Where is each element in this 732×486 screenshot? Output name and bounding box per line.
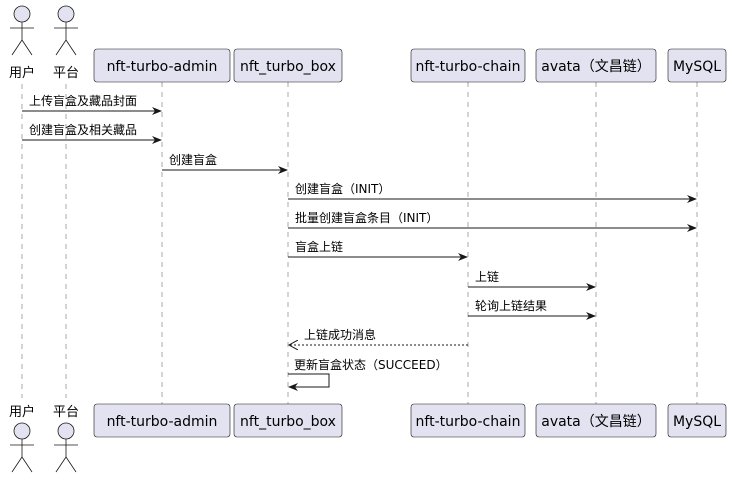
actor-body-icon <box>10 439 34 473</box>
message-label: 批量创建盲盒条目（INIT） <box>295 210 438 225</box>
participant-chain-top: nft-turbo-chain <box>410 48 526 83</box>
actor-user-top: 用户 <box>9 5 35 81</box>
message-label: 上链 <box>475 269 499 284</box>
message-7: 上链 <box>468 269 596 291</box>
actor-user-bottom: 用户 <box>9 404 35 473</box>
participant-label: nft-turbo-admin <box>107 414 218 430</box>
message-label: 轮询上链结果 <box>475 298 547 313</box>
participant-mysql-top: MySQL <box>667 48 727 83</box>
actor-platform-bottom: 平台 <box>53 405 79 473</box>
message-label: 创建盲盒（INIT） <box>295 181 390 196</box>
participant-box <box>410 403 526 438</box>
actor-label: 平台 <box>53 66 79 81</box>
participant-admin-top: nft-turbo-admin <box>93 48 231 83</box>
participant-label: nft-turbo-chain <box>416 59 521 75</box>
actor-body-icon <box>10 22 34 56</box>
actor-body-icon <box>54 439 78 473</box>
message-label: 上传盲盒及藏品封面 <box>29 93 137 108</box>
message-label: 上链成功消息 <box>304 327 376 342</box>
message-9: 上链成功消息 <box>289 327 468 345</box>
participant-box <box>93 403 231 438</box>
message-4: 创建盲盒（INIT） <box>288 181 697 203</box>
participant-label: MySQL <box>673 414 721 430</box>
message-3: 创建盲盒 <box>162 152 288 174</box>
participant-label: avata（文昌链） <box>541 59 651 75</box>
message-10: 更新盲盒状态（SUCCEED） <box>288 357 448 391</box>
participant-avata-bottom: avata（文昌链） <box>535 403 657 438</box>
message-8: 轮询上链结果 <box>468 298 596 320</box>
participant-box <box>667 403 727 438</box>
participant-chain-bottom: nft-turbo-chain <box>410 403 526 438</box>
message-1: 上传盲盒及藏品封面 <box>22 93 162 115</box>
message-label: 创建盲盒 <box>169 152 217 167</box>
participant-box <box>535 403 657 438</box>
actor-icon <box>57 5 75 23</box>
message-5: 批量创建盲盒条目（INIT） <box>288 210 697 232</box>
participant-label: avata（文昌链） <box>541 414 651 430</box>
participant-box-bottom: nft_turbo_box <box>233 403 343 438</box>
participant-mysql-bottom: MySQL <box>667 403 727 438</box>
actor-icon <box>13 5 31 23</box>
actor-label: 用户 <box>9 65 35 81</box>
participant-box-top: nft_turbo_box <box>233 48 343 83</box>
participant-label: nft-turbo-chain <box>416 414 521 430</box>
actor-label: 平台 <box>53 405 79 420</box>
participant-label: MySQL <box>673 59 721 75</box>
participant-box <box>233 48 343 83</box>
message-label: 更新盲盒状态（SUCCEED） <box>294 357 448 372</box>
participant-box <box>233 403 343 438</box>
message-6: 盲盒上链 <box>288 239 468 261</box>
message-label: 盲盒上链 <box>295 239 343 254</box>
message-arrow <box>288 373 330 391</box>
participant-box <box>667 48 727 83</box>
participant-label: nft_turbo_box <box>240 414 336 430</box>
participant-box <box>535 48 657 83</box>
participant-admin-bottom: nft-turbo-admin <box>93 403 231 438</box>
participant-label: nft-turbo-admin <box>107 59 218 75</box>
participant-box <box>410 48 526 83</box>
actor-platform-top: 平台 <box>53 5 79 81</box>
participant-label: nft_turbo_box <box>240 59 336 75</box>
participant-avata-top: avata（文昌链） <box>535 48 657 83</box>
actor-body-icon <box>54 22 78 56</box>
actor-label: 用户 <box>9 404 35 420</box>
message-2: 创建盲盒及相关藏品 <box>22 122 162 144</box>
participant-box <box>93 48 231 83</box>
message-label: 创建盲盒及相关藏品 <box>29 122 137 137</box>
actor-icon <box>13 422 31 440</box>
actor-icon <box>57 422 75 440</box>
